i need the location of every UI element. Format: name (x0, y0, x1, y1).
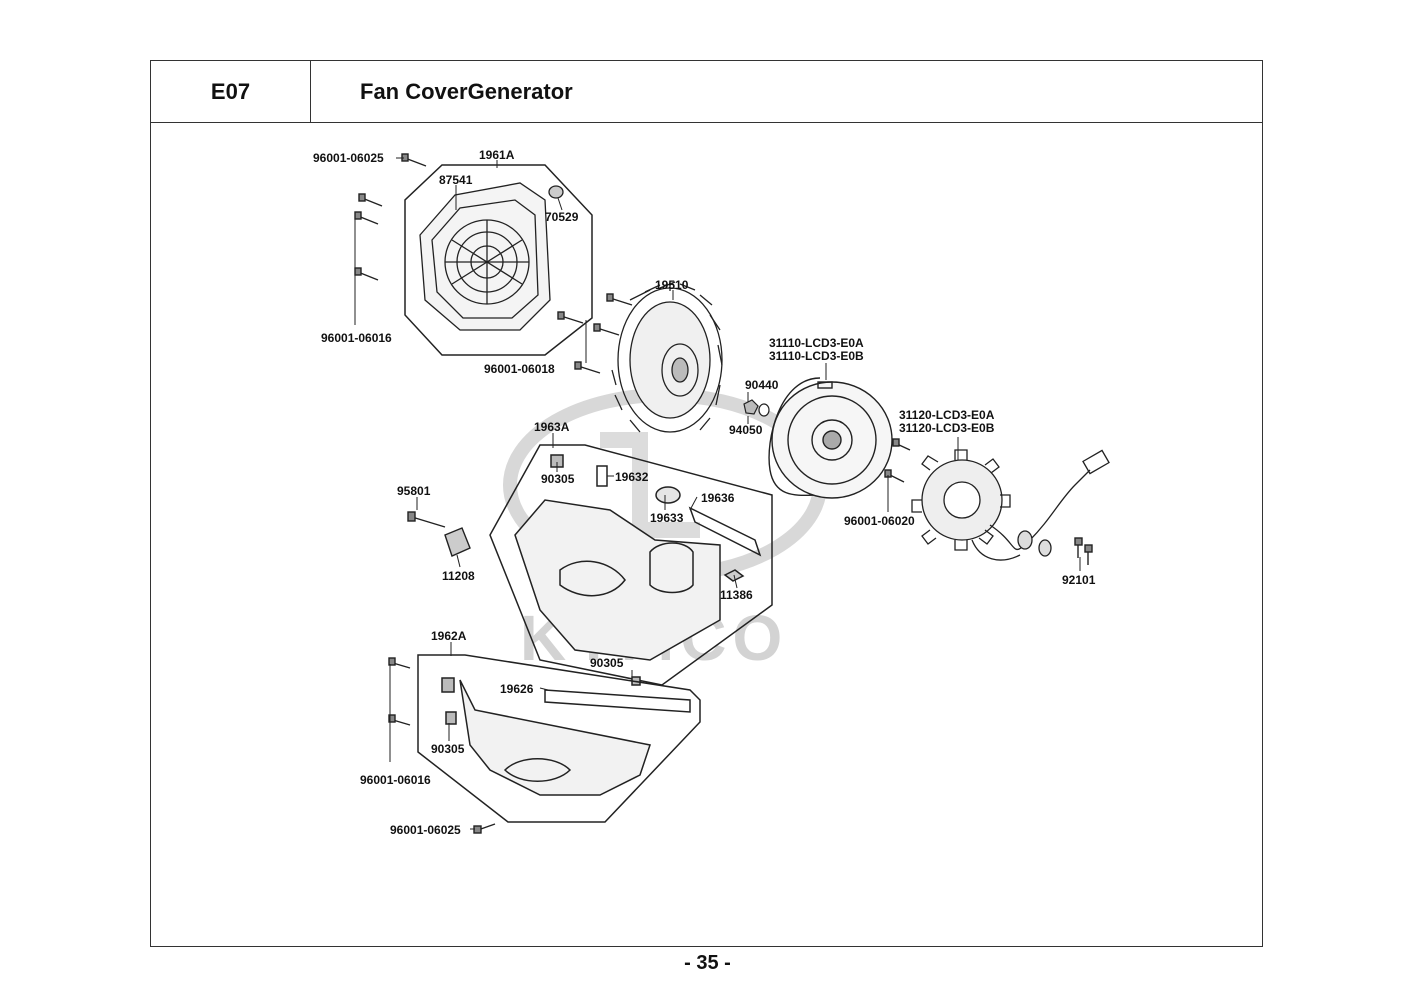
page-title: Fan CoverGenerator (311, 61, 1262, 123)
page-frame: E07 Fan CoverGenerator (150, 60, 1263, 947)
page-number: - 35 - (684, 952, 731, 974)
section-code: E07 (151, 61, 311, 123)
